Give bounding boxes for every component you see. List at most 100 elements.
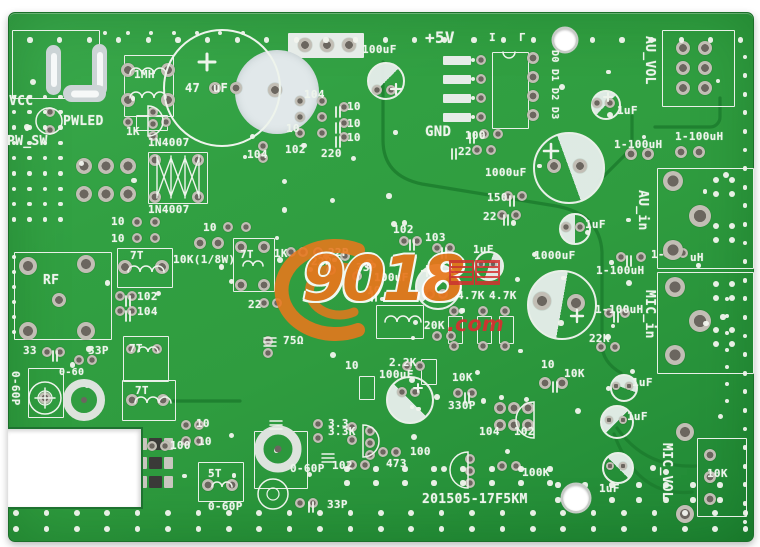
silkscreen-pad-block [443, 56, 471, 65]
via-dot [30, 78, 37, 85]
via-dot [626, 217, 631, 223]
via-dot [649, 37, 655, 43]
silkscreen-label: 100 [410, 445, 431, 458]
via-dot [11, 140, 17, 146]
via-dot [742, 315, 748, 320]
silkscreen-label: MIC_VOL [659, 443, 674, 500]
solder-pad [625, 382, 633, 390]
silkscreen-label: 1uF [473, 243, 494, 256]
silkscreen-label: 3.3 [328, 417, 349, 430]
solder-pad [508, 402, 520, 414]
smd-pad [164, 476, 173, 488]
via-dot [58, 94, 63, 100]
solder-pad [479, 129, 489, 139]
via-dot [742, 277, 748, 283]
oval-pad [63, 85, 106, 102]
solder-pad [161, 63, 175, 77]
via-dot [256, 510, 263, 516]
solder-pad [161, 93, 175, 107]
solder-pad [432, 331, 442, 341]
via-dot [629, 368, 636, 375]
solder-pad [663, 171, 683, 191]
via-dot [713, 191, 719, 197]
via-dot [175, 37, 181, 43]
silkscreen-label: 1-100uH [596, 264, 645, 277]
silkscreen-label: 2.2K [389, 356, 417, 369]
silkscreen-label: 104 [137, 305, 158, 318]
silkscreen-label: 1000uF [534, 249, 576, 262]
solder-pad [704, 449, 716, 461]
via-dot [13, 510, 19, 516]
solder-pad [689, 205, 711, 227]
solder-pad [663, 240, 683, 260]
solder-pad [616, 252, 626, 262]
via-dot [441, 37, 447, 43]
via-dot [380, 296, 385, 301]
via-dot [11, 94, 17, 100]
via-dot [234, 37, 240, 43]
smd-body [149, 476, 162, 488]
solder-pad [77, 322, 95, 340]
solder-pad [438, 289, 448, 299]
solder-pad [149, 154, 161, 166]
solder-pad [527, 90, 539, 102]
via-dot [651, 526, 658, 532]
via-dot [431, 466, 437, 472]
via-dot [231, 473, 237, 478]
solder-pad [87, 355, 97, 365]
via-dot [499, 394, 504, 400]
solder-pad [347, 435, 357, 445]
solder-pad [497, 210, 507, 220]
via-dot [696, 263, 701, 268]
solder-pad [503, 191, 513, 201]
solder-pad [478, 306, 488, 316]
silkscreen-outline [148, 152, 208, 204]
via-dot [408, 510, 415, 516]
solder-pad [573, 159, 587, 173]
via-dot [42, 140, 48, 146]
via-dot [636, 482, 642, 488]
solder-pad [676, 81, 690, 95]
solder-pad [511, 210, 521, 220]
solder-pad [604, 308, 614, 318]
silkscreen-label: 10K [452, 371, 473, 384]
via-dot [621, 510, 627, 516]
silkscreen-label: 102 [137, 290, 158, 303]
silkscreen-outline [492, 52, 529, 129]
via-dot [723, 171, 730, 178]
via-dot [402, 480, 408, 486]
silkscreen-label: 104 [304, 88, 325, 101]
solder-pad [556, 377, 568, 389]
via-dot [104, 526, 111, 532]
silkscreen-label: 1MH [134, 68, 155, 81]
silkscreen-label: 3.3K [328, 425, 356, 438]
silkscreen-pad-block [443, 75, 471, 84]
solder-pad [533, 292, 551, 310]
via-dot [145, 37, 151, 43]
solder-pad [126, 344, 136, 354]
solder-pad [676, 423, 694, 441]
solder-pad [202, 479, 214, 491]
via-dot [243, 154, 248, 159]
via-dot [529, 526, 536, 532]
solder-pad [313, 419, 323, 429]
silkscreen-label: 0-60 [59, 367, 85, 378]
via-dot [293, 37, 299, 43]
via-dot [11, 269, 17, 275]
watermark-cjk-block [449, 260, 474, 285]
capacitor-footprint [386, 376, 434, 424]
solder-pad [298, 38, 312, 52]
silkscreen-label: 47 [185, 81, 201, 95]
silkscreen-label: 10K [707, 467, 728, 480]
via-dot [742, 110, 748, 116]
via-dot [742, 333, 748, 339]
silkscreen-label: 1uF [599, 482, 620, 495]
via-dot [42, 186, 48, 191]
silkscreen-label: MIC_in [642, 290, 657, 339]
silkscreen-label: 330P [448, 399, 476, 412]
silkscreen-label: 102 [393, 223, 414, 236]
via-dot [708, 37, 714, 43]
silkscreen-outline [117, 248, 173, 288]
via-dot [125, 30, 131, 36]
via-dot [24, 124, 30, 130]
